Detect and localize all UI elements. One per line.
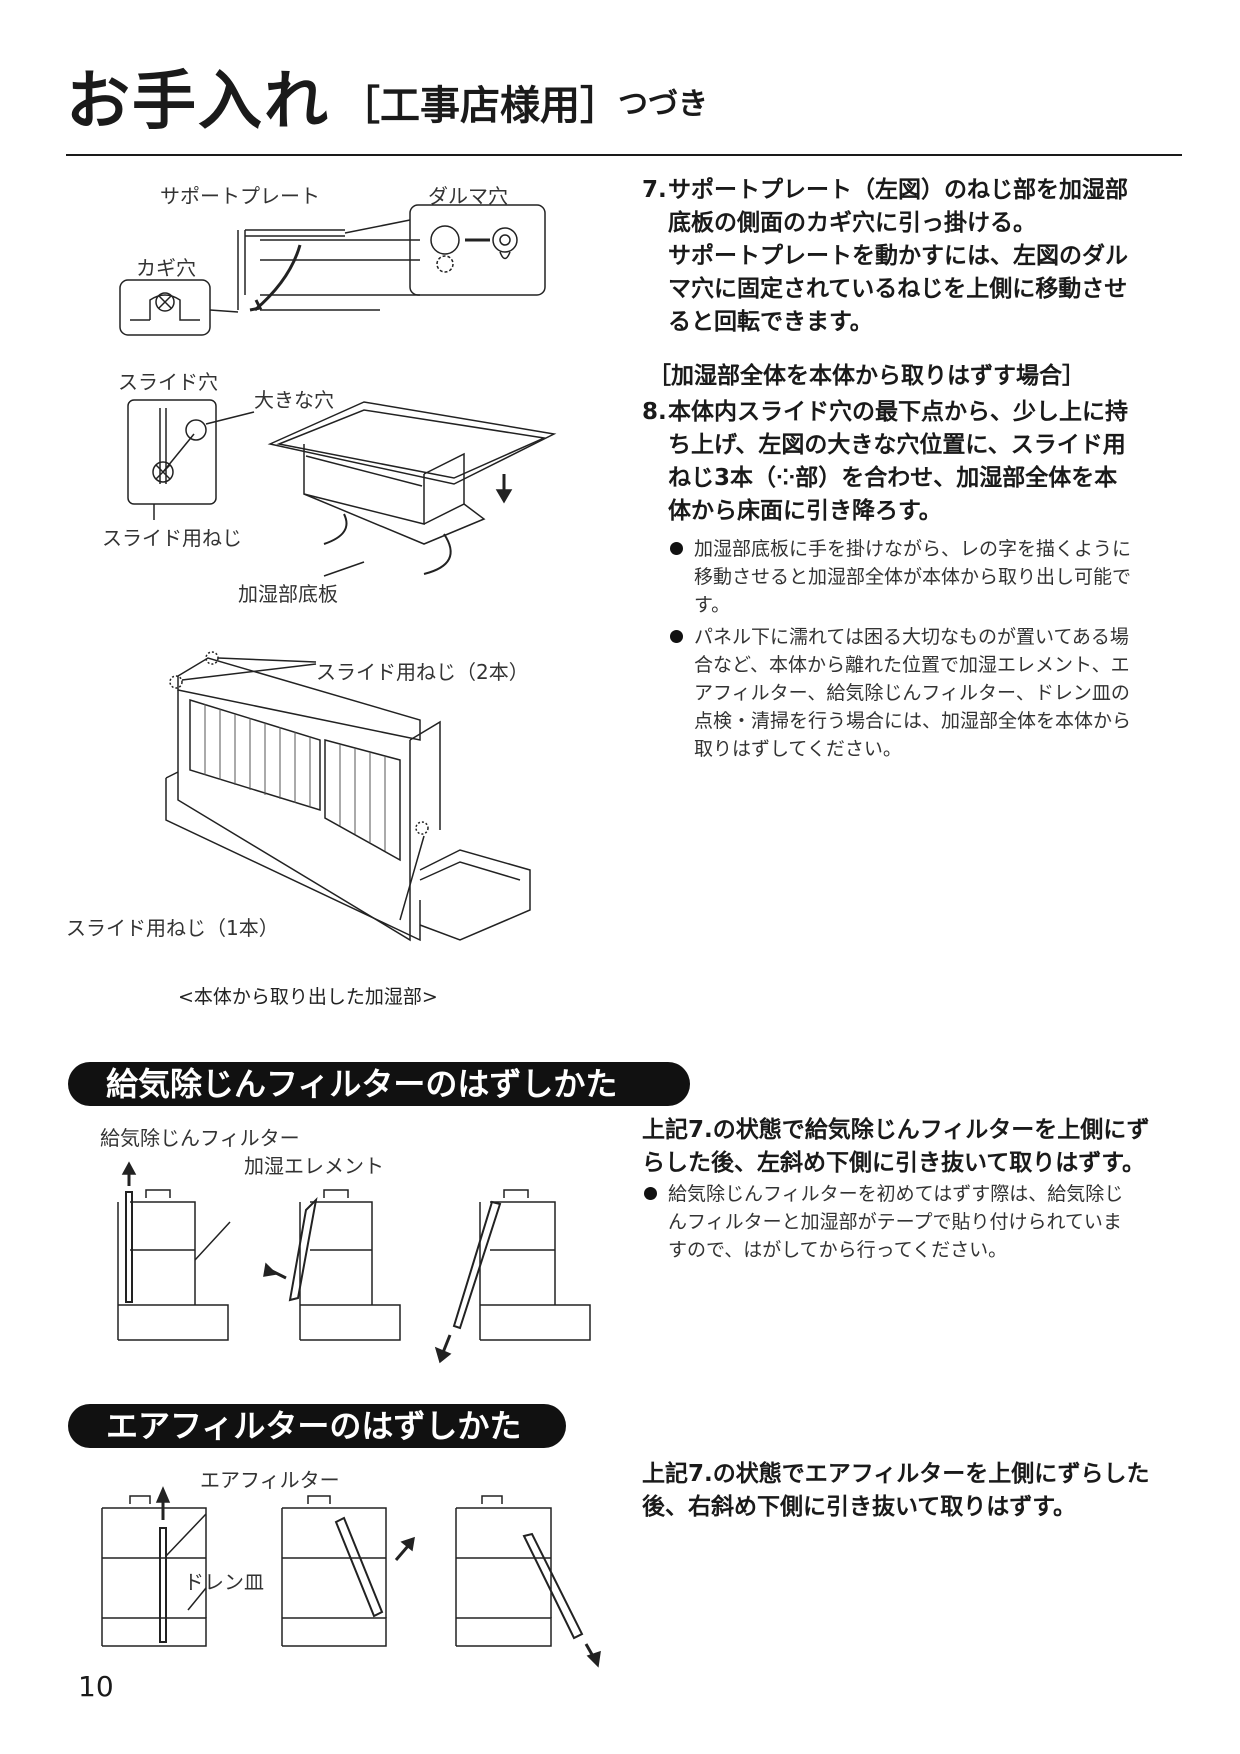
step-7-line-5: ると回転できます。 [668, 309, 873, 335]
slide-hole-label: スライド穴 [118, 370, 218, 394]
bullet-dot [644, 1187, 657, 1200]
bullet-8-1-line: 加湿部底板に手を掛けながら、レの字を描くように [694, 538, 1132, 560]
support-plate-label: サポートプレート [160, 184, 320, 208]
page-subtitle: ［工事店様用］ [340, 83, 620, 129]
supply-filter-instructions: 上記7.の状態で給気除じんフィルターを上側にず らした後、左斜め下側に引き抜いて… [642, 1114, 1182, 1180]
slide-screw-1-label: スライド用ねじ（1本） [66, 916, 279, 940]
bullet-8-2-line: 取りはずしてください。 [694, 738, 902, 760]
supply-filter-line-2: らした後、左斜め下側に引き抜いて取りはずす。 [642, 1150, 1146, 1176]
page-title: お手入れ [66, 65, 330, 139]
supply-filter-line-1: 上記7.の状態で給気除じんフィルターを上側にず [642, 1117, 1150, 1143]
removed-unit-caption: <本体から取り出した加湿部> [178, 986, 438, 1008]
supply-filter-label: 給気除じんフィルター [100, 1126, 300, 1150]
bullet-8-1-line: す。 [694, 594, 731, 616]
bullet-8-1-line: 移動させると加湿部全体が本体から取り出し可能で [694, 566, 1132, 588]
step-7-line-4: マ穴に固定されているねじを上側に移動させ [668, 276, 1128, 302]
daruma-hole-label: ダルマ穴 [428, 184, 508, 208]
step-8: 8. 本体内スライド穴の最下点から、少し上に持 ち上げ、左図の大きな穴位置に、ス… [642, 396, 1182, 528]
bullet-8-2: パネル下に濡れては困る大切なものが置いてある場 合など、本体から離れた位置で加湿… [670, 623, 1194, 763]
header-rule [66, 154, 1182, 156]
supply-filter-note-line: 給気除じんフィルターを初めてはずす際は、給気除じ [668, 1183, 1124, 1205]
air-filter-banner: エアフィルターのはずしかた [68, 1404, 566, 1448]
supply-filter-diagram [110, 1150, 610, 1360]
step-8-line-2: ち上げ、左図の大きな穴位置に、スライド用 [668, 432, 1126, 458]
supply-filter-banner: 給気除じんフィルターのはずしかた [68, 1062, 690, 1106]
step-7-number: 7. [642, 177, 667, 203]
element-label: 加湿エレメント [244, 1154, 384, 1178]
bullet-dot [670, 542, 683, 555]
page-number: 10 [78, 1670, 114, 1703]
bullet-8-2-line: 合など、本体から離れた位置で加湿エレメント、エ [694, 654, 1130, 676]
supply-filter-note: 給気除じんフィルターを初めてはずす際は、給気除じ んフィルターと加湿部がテープで… [644, 1180, 1188, 1264]
supply-filter-note-line: すので、はがしてから行ってください。 [668, 1239, 1008, 1261]
slide-hole-diagram [124, 394, 554, 604]
slide-screw-label: スライド用ねじ [102, 526, 242, 550]
supply-filter-note-line: んフィルターと加湿部がテープで貼り付けられていま [668, 1211, 1122, 1233]
air-filter-label: エアフィルター [200, 1468, 340, 1492]
large-hole-label: 大きな穴 [254, 388, 334, 412]
step-8-number: 8. [642, 399, 667, 425]
continued-label: つづき [618, 87, 708, 122]
air-filter-line-2: 後、右斜め下側に引き抜いて取りはずす。 [642, 1494, 1077, 1520]
hook-hole-label: カギ穴 [136, 256, 196, 280]
step-8-line-3: ねじ3本（⁘部）を合わせ、加湿部全体を本 [668, 465, 1118, 491]
slide-screw-2-label: スライド用ねじ（2本） [316, 660, 529, 684]
support-plate-diagram [120, 200, 550, 340]
bullet-8-1: 加湿部底板に手を掛けながら、レの字を描くように 移動させると加湿部全体が本体から… [670, 535, 1194, 619]
step-7: 7. サポートプレート（左図）のねじ部を加湿部 底板の側面のカギ穴に引っ掛ける。… [642, 174, 1182, 339]
bullet-dot [670, 630, 683, 643]
step-7-line-2: 底板の側面のカギ穴に引っ掛ける。 [668, 210, 1036, 236]
bullet-8-2-line: 点検・清掃を行う場合には、加湿部全体を本体から [694, 710, 1132, 732]
step-8-line-4: 体から床面に引き降ろす。 [668, 498, 942, 524]
bullet-8-2-line: アフィルター、給気除じんフィルター、ドレン皿の [694, 682, 1130, 704]
removed-unit-diagram [160, 640, 540, 970]
step-7-line-1: サポートプレート（左図）のねじ部を加湿部 [668, 177, 1128, 203]
section-remove-all: ［加湿部全体を本体から取りはずす場合］ [648, 363, 1085, 389]
step-8-line-1: 本体内スライド穴の最下点から、少し上に持 [668, 399, 1128, 425]
humidifier-base-label: 加湿部底板 [238, 582, 338, 606]
bullet-8-2-line: パネル下に濡れては困る大切なものが置いてある場 [694, 626, 1129, 648]
drain-label: ドレン皿 [184, 1570, 264, 1594]
air-filter-diagram [96, 1478, 616, 1668]
air-filter-line-1: 上記7.の状態でエアフィルターを上側にずらした [642, 1461, 1150, 1487]
air-filter-instructions: 上記7.の状態でエアフィルターを上側にずらした 後、右斜め下側に引き抜いて取りは… [642, 1458, 1182, 1524]
step-7-line-3: サポートプレートを動かすには、左図のダル [668, 243, 1128, 269]
